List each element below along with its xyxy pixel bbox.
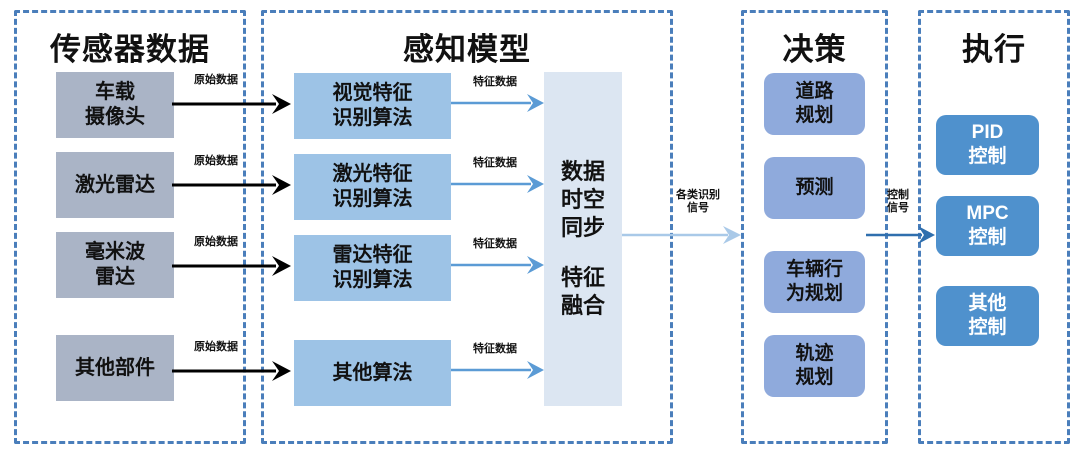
- sensor-box-camera[interactable]: 车载 摄像头: [56, 72, 174, 138]
- arrow-feature-data-2: [451, 175, 544, 193]
- panel-title-execution: 执行: [962, 32, 1026, 67]
- edge-label-raw-data-1: 原始数据: [194, 74, 238, 86]
- edge-label-recognition-signals: 各类识别 信号: [676, 189, 720, 215]
- edge-label-raw-data-4: 原始数据: [194, 341, 238, 353]
- algo-label-visual-feature: 视觉特征 识别算法: [332, 82, 413, 129]
- decision-label-trajectory-planning: 轨迹 规划: [795, 343, 834, 388]
- exec-box-pid-control[interactable]: PID 控制: [936, 115, 1039, 175]
- decision-label-road-planning: 道路 规划: [795, 81, 834, 126]
- algo-label-other-algorithm: 其他算法: [332, 361, 413, 384]
- edge-label-feature-data-1: 特征数据: [473, 76, 517, 88]
- exec-box-other-control[interactable]: 其他 控制: [936, 286, 1039, 346]
- panel-perception-model: [261, 10, 673, 444]
- algo-box-radar-feature[interactable]: 雷达特征 识别算法: [294, 235, 451, 301]
- edge-label-feature-data-4: 特征数据: [473, 343, 517, 355]
- edge-label-raw-data-3: 原始数据: [194, 236, 238, 248]
- sensor-label-mmwave-radar: 毫米波 雷达: [85, 241, 145, 288]
- panel-decision: [741, 10, 888, 444]
- decision-box-trajectory-planning[interactable]: 轨迹 规划: [764, 335, 865, 397]
- exec-label-other-control: 其他 控制: [968, 293, 1007, 338]
- sensor-box-lidar[interactable]: 激光雷达: [56, 152, 174, 218]
- fusion-label-sync: 数据 时空 同步: [560, 158, 605, 240]
- sensor-label-other-components: 其他部件: [75, 356, 155, 379]
- algo-box-lidar-feature[interactable]: 激光特征 识别算法: [294, 154, 451, 220]
- algo-label-lidar-feature: 激光特征 识别算法: [332, 163, 413, 210]
- exec-label-mpc-control: MPC 控制: [966, 203, 1009, 248]
- panel-title-perception-model: 感知模型: [403, 32, 531, 67]
- decision-box-road-planning[interactable]: 道路 规划: [764, 73, 865, 135]
- arrow-raw-data-1: [172, 94, 291, 114]
- fusion-box[interactable]: 数据 时空 同步 特征 融合: [544, 72, 622, 406]
- sensor-box-mmwave-radar[interactable]: 毫米波 雷达: [56, 232, 174, 298]
- exec-box-mpc-control[interactable]: MPC 控制: [936, 196, 1039, 256]
- sensor-box-other-components[interactable]: 其他部件: [56, 335, 174, 401]
- panel-title-decision: 决策: [782, 32, 847, 67]
- arrow-feature-data-1: [451, 94, 544, 112]
- panel-sensor-data: [14, 10, 246, 444]
- arrow-raw-data-2: [172, 175, 291, 195]
- arrow-feature-data-3: [451, 256, 544, 274]
- decision-label-prediction: 预测: [795, 177, 834, 199]
- exec-label-pid-control: PID 控制: [968, 122, 1007, 167]
- fusion-label-fusion: 特征 融合: [560, 265, 605, 319]
- panel-title-sensor-data: 传感器数据: [50, 32, 210, 67]
- algo-box-visual-feature[interactable]: 视觉特征 识别算法: [294, 73, 451, 139]
- sensor-label-camera: 车载 摄像头: [85, 81, 145, 128]
- edge-label-feature-data-2: 特征数据: [473, 157, 517, 169]
- algo-box-other-algorithm[interactable]: 其他算法: [294, 340, 451, 406]
- algo-label-radar-feature: 雷达特征 识别算法: [332, 244, 413, 291]
- decision-box-prediction[interactable]: 预测: [764, 157, 865, 219]
- edge-label-feature-data-3: 特征数据: [473, 238, 517, 250]
- arrow-raw-data-3: [172, 256, 291, 276]
- decision-label-vehicle-behavior-planning: 车辆行 为规划: [785, 259, 843, 304]
- arrow-recognition-signals: [622, 226, 741, 244]
- arrow-feature-data-4: [451, 361, 544, 379]
- sensor-label-lidar: 激光雷达: [75, 173, 155, 196]
- edge-label-control-signals: 控制 信号: [887, 189, 909, 215]
- arrow-raw-data-4: [172, 361, 291, 381]
- edge-label-raw-data-2: 原始数据: [194, 155, 238, 167]
- decision-box-vehicle-behavior-planning[interactable]: 车辆行 为规划: [764, 251, 865, 313]
- arrow-control-signals: [866, 226, 935, 244]
